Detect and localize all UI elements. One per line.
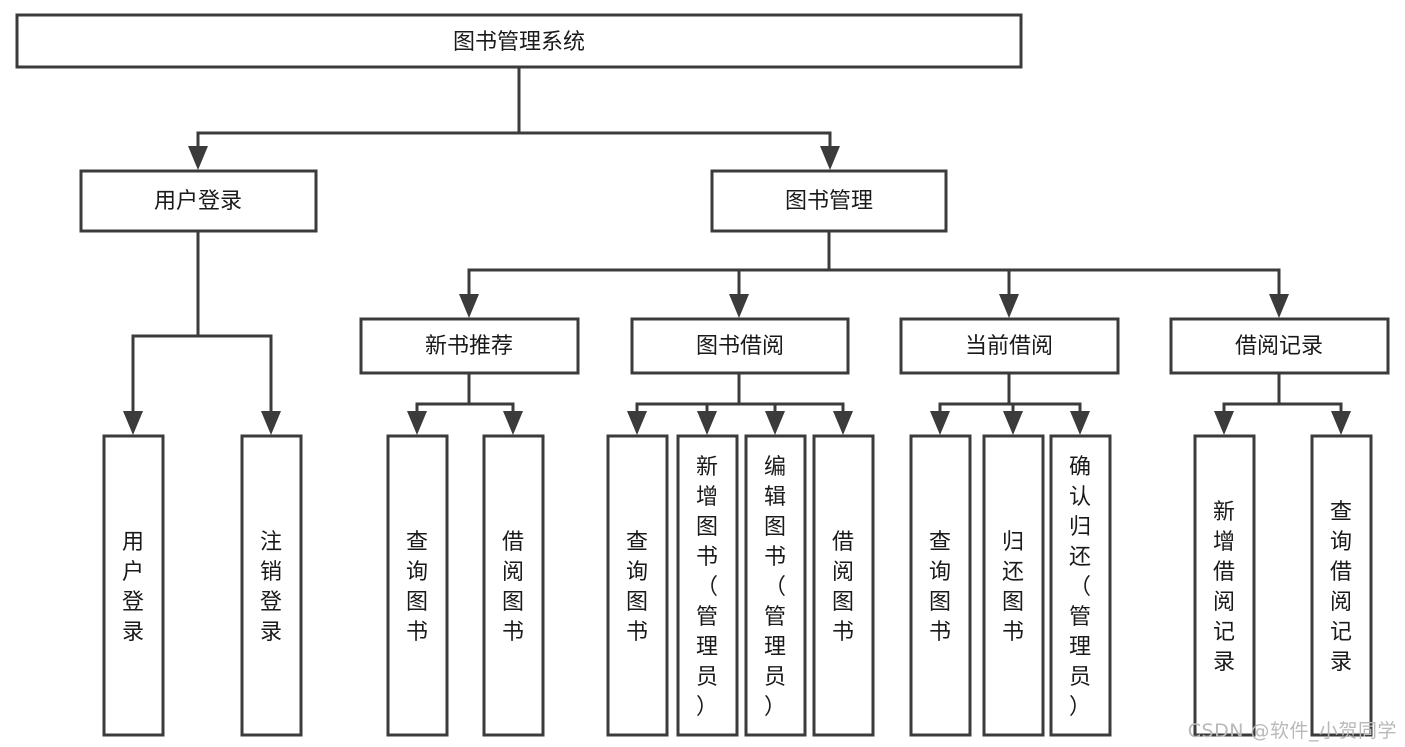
arrowhead-user-login xyxy=(188,146,208,170)
node-current-borrow-box[interactable] xyxy=(899,317,1120,375)
node-leaf-query-book-1-label: 查询图书 xyxy=(406,530,428,645)
arrowhead-leaf-borrow-book-2 xyxy=(833,411,853,435)
node-leaf-query-book-1[interactable]: 查询图书 xyxy=(386,434,449,737)
node-leaf-query-book-3-box[interactable] xyxy=(909,434,972,737)
arrowhead-current-borrow xyxy=(999,294,1019,318)
node-book-manage-box[interactable] xyxy=(710,169,948,233)
arrowhead-leaf-borrow-book-1 xyxy=(503,411,523,435)
arrowhead-book-manage xyxy=(820,146,840,170)
node-leaf-return-book-label: 归还图书 xyxy=(1002,530,1024,645)
node-user-login-box[interactable] xyxy=(79,169,318,233)
node-leaf-logout-label: 注销登录 xyxy=(260,530,282,645)
node-leaf-borrow-book-2-label: 借阅图书 xyxy=(832,530,854,645)
connector-layer xyxy=(123,65,1351,435)
arrowhead-leaf-logout xyxy=(261,411,281,435)
arrowhead-book-borrow xyxy=(729,294,749,318)
node-leaf-query-record-box[interactable] xyxy=(1310,434,1373,737)
node-leaf-add-book-box[interactable] xyxy=(676,434,739,737)
node-leaf-add-book-label: 新增图书（管理员） xyxy=(696,455,718,720)
node-current-borrow-label: 当前借阅 xyxy=(965,334,1053,359)
arrowhead-leaf-query-book-3 xyxy=(930,411,950,435)
arrowhead-borrow-record xyxy=(1269,294,1289,318)
node-leaf-query-book-1-box[interactable] xyxy=(386,434,449,737)
node-leaf-query-book-2-box[interactable] xyxy=(606,434,669,737)
arrowhead-leaf-query-record xyxy=(1331,411,1351,435)
arrowhead-new-book-rec xyxy=(459,294,479,318)
arrowhead-leaf-add-book xyxy=(697,411,717,435)
arrowhead-leaf-confirm-return xyxy=(1070,411,1090,435)
node-leaf-confirm-return-box[interactable] xyxy=(1049,434,1112,737)
node-borrow-record-label: 借阅记录 xyxy=(1235,334,1323,359)
node-leaf-confirm-return[interactable]: 确认归还（管理员） xyxy=(1049,434,1112,737)
node-borrow-record[interactable]: 借阅记录 xyxy=(1169,317,1390,375)
node-leaf-confirm-return-label: 确认归还（管理员） xyxy=(1069,455,1091,720)
node-root-box[interactable] xyxy=(15,13,1023,69)
arrowhead-leaf-query-book-2 xyxy=(627,411,647,435)
node-leaf-borrow-book-1-box[interactable] xyxy=(482,434,545,737)
node-leaf-borrow-book-2-box[interactable] xyxy=(812,434,875,737)
node-leaf-borrow-book-1-label: 借阅图书 xyxy=(502,530,524,645)
node-book-manage[interactable]: 图书管理 xyxy=(710,169,948,233)
node-book-borrow[interactable]: 图书借阅 xyxy=(630,317,850,375)
arrowhead-leaf-query-book-1 xyxy=(407,411,427,435)
node-leaf-logout[interactable]: 注销登录 xyxy=(240,434,303,737)
node-book-borrow-box[interactable] xyxy=(630,317,850,375)
node-leaf-query-record-label: 查询借阅记录 xyxy=(1330,500,1352,675)
arrowhead-leaf-add-record xyxy=(1214,411,1234,435)
node-leaf-add-record-label: 新增借阅记录 xyxy=(1213,500,1235,675)
node-leaf-borrow-book-2[interactable]: 借阅图书 xyxy=(812,434,875,737)
node-borrow-record-box[interactable] xyxy=(1169,317,1390,375)
node-leaf-query-book-3[interactable]: 查询图书 xyxy=(909,434,972,737)
node-user-login[interactable]: 用户登录 xyxy=(79,169,318,233)
node-leaf-query-book-2-label: 查询图书 xyxy=(626,530,648,645)
node-leaf-add-record-box[interactable] xyxy=(1193,434,1256,737)
node-user-login-label: 用户登录 xyxy=(154,189,242,214)
node-new-book-rec-box[interactable] xyxy=(359,317,580,375)
node-new-book-rec-label: 新书推荐 xyxy=(425,334,513,359)
node-leaf-edit-book-label: 编辑图书（管理员） xyxy=(764,455,786,720)
node-book-manage-label: 图书管理 xyxy=(785,189,873,214)
node-leaf-query-record[interactable]: 查询借阅记录 xyxy=(1310,434,1373,737)
node-leaf-edit-book-box[interactable] xyxy=(744,434,807,737)
node-leaf-logout-box[interactable] xyxy=(240,434,303,737)
node-leaf-add-record[interactable]: 新增借阅记录 xyxy=(1193,434,1256,737)
node-leaf-query-book-3-label: 查询图书 xyxy=(929,530,951,645)
node-leaf-return-book-box[interactable] xyxy=(982,434,1045,737)
arrowhead-leaf-edit-book xyxy=(765,411,785,435)
node-root-label: 图书管理系统 xyxy=(453,30,585,55)
node-leaf-user-login-box[interactable] xyxy=(102,434,165,737)
node-leaf-edit-book[interactable]: 编辑图书（管理员） xyxy=(744,434,807,737)
node-leaf-user-login-label: 用户登录 xyxy=(122,530,144,645)
node-current-borrow[interactable]: 当前借阅 xyxy=(899,317,1120,375)
csdn-watermark: CSDN @软件_小贺同学 xyxy=(1187,720,1397,742)
node-book-borrow-label: 图书借阅 xyxy=(696,334,784,359)
arrowhead-leaf-return-book xyxy=(1003,411,1023,435)
node-leaf-user-login[interactable]: 用户登录 xyxy=(102,434,165,737)
node-leaf-query-book-2[interactable]: 查询图书 xyxy=(606,434,669,737)
node-leaf-add-book[interactable]: 新增图书（管理员） xyxy=(676,434,739,737)
node-leaf-borrow-book-1[interactable]: 借阅图书 xyxy=(482,434,545,737)
node-new-book-rec[interactable]: 新书推荐 xyxy=(359,317,580,375)
node-leaf-return-book[interactable]: 归还图书 xyxy=(982,434,1045,737)
arrowhead-leaf-user-login xyxy=(123,411,143,435)
node-root[interactable]: 图书管理系统 xyxy=(15,13,1023,69)
